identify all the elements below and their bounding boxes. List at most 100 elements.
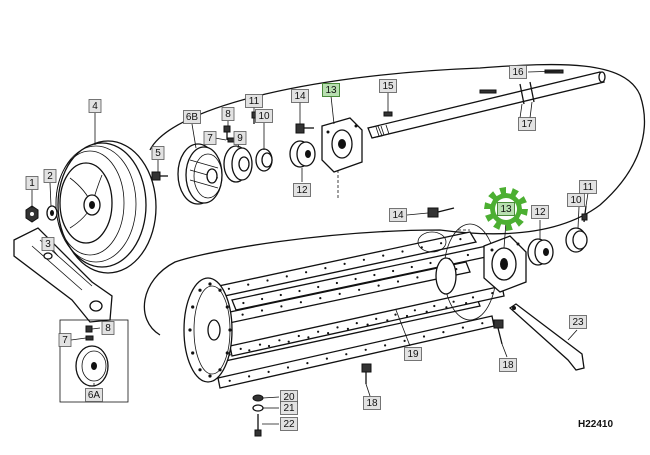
slat-hole [248, 375, 251, 378]
end-plate-hole [228, 328, 232, 332]
callout-7b[interactable]: 7 [58, 333, 72, 347]
callout-label: 11 [249, 96, 260, 107]
callout-21[interactable]: 21 [280, 401, 298, 415]
callout-4[interactable]: 4 [88, 99, 102, 113]
callout-label: 23 [572, 317, 584, 328]
screw-part-8-upper [223, 125, 231, 140]
end-plate-hole [225, 351, 229, 355]
flange-bearing-part-13-lower [483, 235, 527, 293]
callout-5[interactable]: 5 [151, 146, 165, 160]
callout-box [293, 183, 311, 197]
figure-reference: H22410 [578, 419, 613, 430]
callout-18a[interactable]: 18 [363, 396, 381, 410]
callout-6A[interactable]: 6A [85, 388, 103, 402]
keyway-part-17 [519, 81, 535, 105]
callout-23[interactable]: 23 [569, 315, 587, 329]
callout-box [280, 417, 298, 431]
slat-hole [466, 253, 469, 257]
callout-10b[interactable]: 10 [567, 193, 585, 207]
callout-22[interactable]: 22 [280, 417, 298, 431]
callout-12b[interactable]: 12 [531, 205, 549, 219]
callout-label: 19 [407, 349, 419, 360]
callout-1[interactable]: 1 [25, 176, 39, 190]
slat-hole [279, 293, 282, 297]
callout-16[interactable]: 16 [509, 65, 527, 79]
slat-hole [241, 313, 244, 316]
callout-8b[interactable]: 8 [101, 321, 115, 335]
callout-box [322, 83, 340, 97]
slat-hole [433, 304, 436, 308]
callout-2[interactable]: 2 [43, 169, 57, 183]
slat-hole [362, 258, 365, 261]
slat-hole [413, 309, 416, 312]
callout-12a[interactable]: 12 [293, 183, 311, 197]
end-plate-hole [218, 368, 222, 372]
nut-part-1 [25, 205, 39, 223]
callout-3[interactable]: 3 [41, 237, 55, 251]
callout-19[interactable]: 19 [404, 347, 422, 361]
callout-7a[interactable]: 7 [203, 131, 217, 145]
slat-hole [416, 276, 419, 279]
callout-box [85, 388, 103, 402]
callout-18b[interactable]: 18 [499, 358, 517, 372]
slat-hole [327, 332, 330, 335]
slat-hole [307, 336, 310, 339]
end-plate-hole [191, 351, 195, 355]
slat-hole [298, 289, 301, 293]
callout-label: 8 [225, 109, 231, 120]
callout-9[interactable]: 9 [233, 131, 247, 145]
slat-hole [287, 340, 290, 343]
slat-hole [335, 281, 338, 285]
callout-box [183, 110, 201, 124]
slat-hole [377, 284, 380, 287]
callout-17[interactable]: 17 [518, 117, 536, 131]
callout-box [43, 169, 57, 183]
callout-box [41, 237, 55, 251]
callout-13a[interactable]: 13 [322, 83, 340, 97]
callout-14b[interactable]: 14 [389, 208, 407, 222]
callout-14a[interactable]: 14 [291, 89, 309, 103]
callout-label: 20 [283, 392, 295, 403]
callout-box [101, 321, 115, 335]
slat-hole [405, 314, 409, 318]
bolt-part-14-lower [427, 207, 455, 218]
drive-belt [143, 63, 646, 336]
slat-hole [373, 273, 376, 277]
callout-label: 10 [258, 111, 270, 122]
slat-hole [403, 339, 406, 342]
bolt-part-22 [254, 414, 262, 437]
slat-hole [239, 347, 242, 350]
callout-10a[interactable]: 10 [255, 109, 273, 123]
callout-box [203, 131, 217, 145]
callout-label: 9 [237, 133, 243, 144]
callout-label: 6A [88, 390, 101, 401]
callout-label: 13 [500, 204, 512, 215]
callout-8a[interactable]: 8 [221, 107, 235, 121]
slat-hole [286, 366, 290, 369]
slat-hole [228, 379, 231, 382]
arm-part-23 [508, 303, 585, 371]
callout-box [499, 358, 517, 372]
callout-6B[interactable]: 6B [183, 110, 201, 124]
callout-13b[interactable]: 13 [497, 202, 515, 216]
callout-11b[interactable]: 11 [579, 180, 597, 194]
callout-label: 21 [283, 403, 295, 414]
callout-label: 10 [570, 195, 582, 206]
slat-hole [392, 269, 395, 273]
slat-hole [317, 330, 320, 333]
end-plate-hole [208, 282, 212, 286]
callout-11a[interactable]: 11 [245, 94, 263, 108]
slat-hole [459, 238, 462, 241]
end-plate-hole [198, 288, 202, 292]
callout-label: 5 [155, 148, 161, 159]
callout-label: 15 [382, 81, 394, 92]
slat-hole [345, 353, 348, 356]
callout-15[interactable]: 15 [379, 79, 397, 93]
slat-hole [319, 297, 322, 300]
slat-hole [247, 283, 250, 286]
flange-bearing-part-13-upper [321, 117, 363, 173]
pin-part-15 [383, 111, 393, 117]
slat-hole [260, 309, 264, 312]
